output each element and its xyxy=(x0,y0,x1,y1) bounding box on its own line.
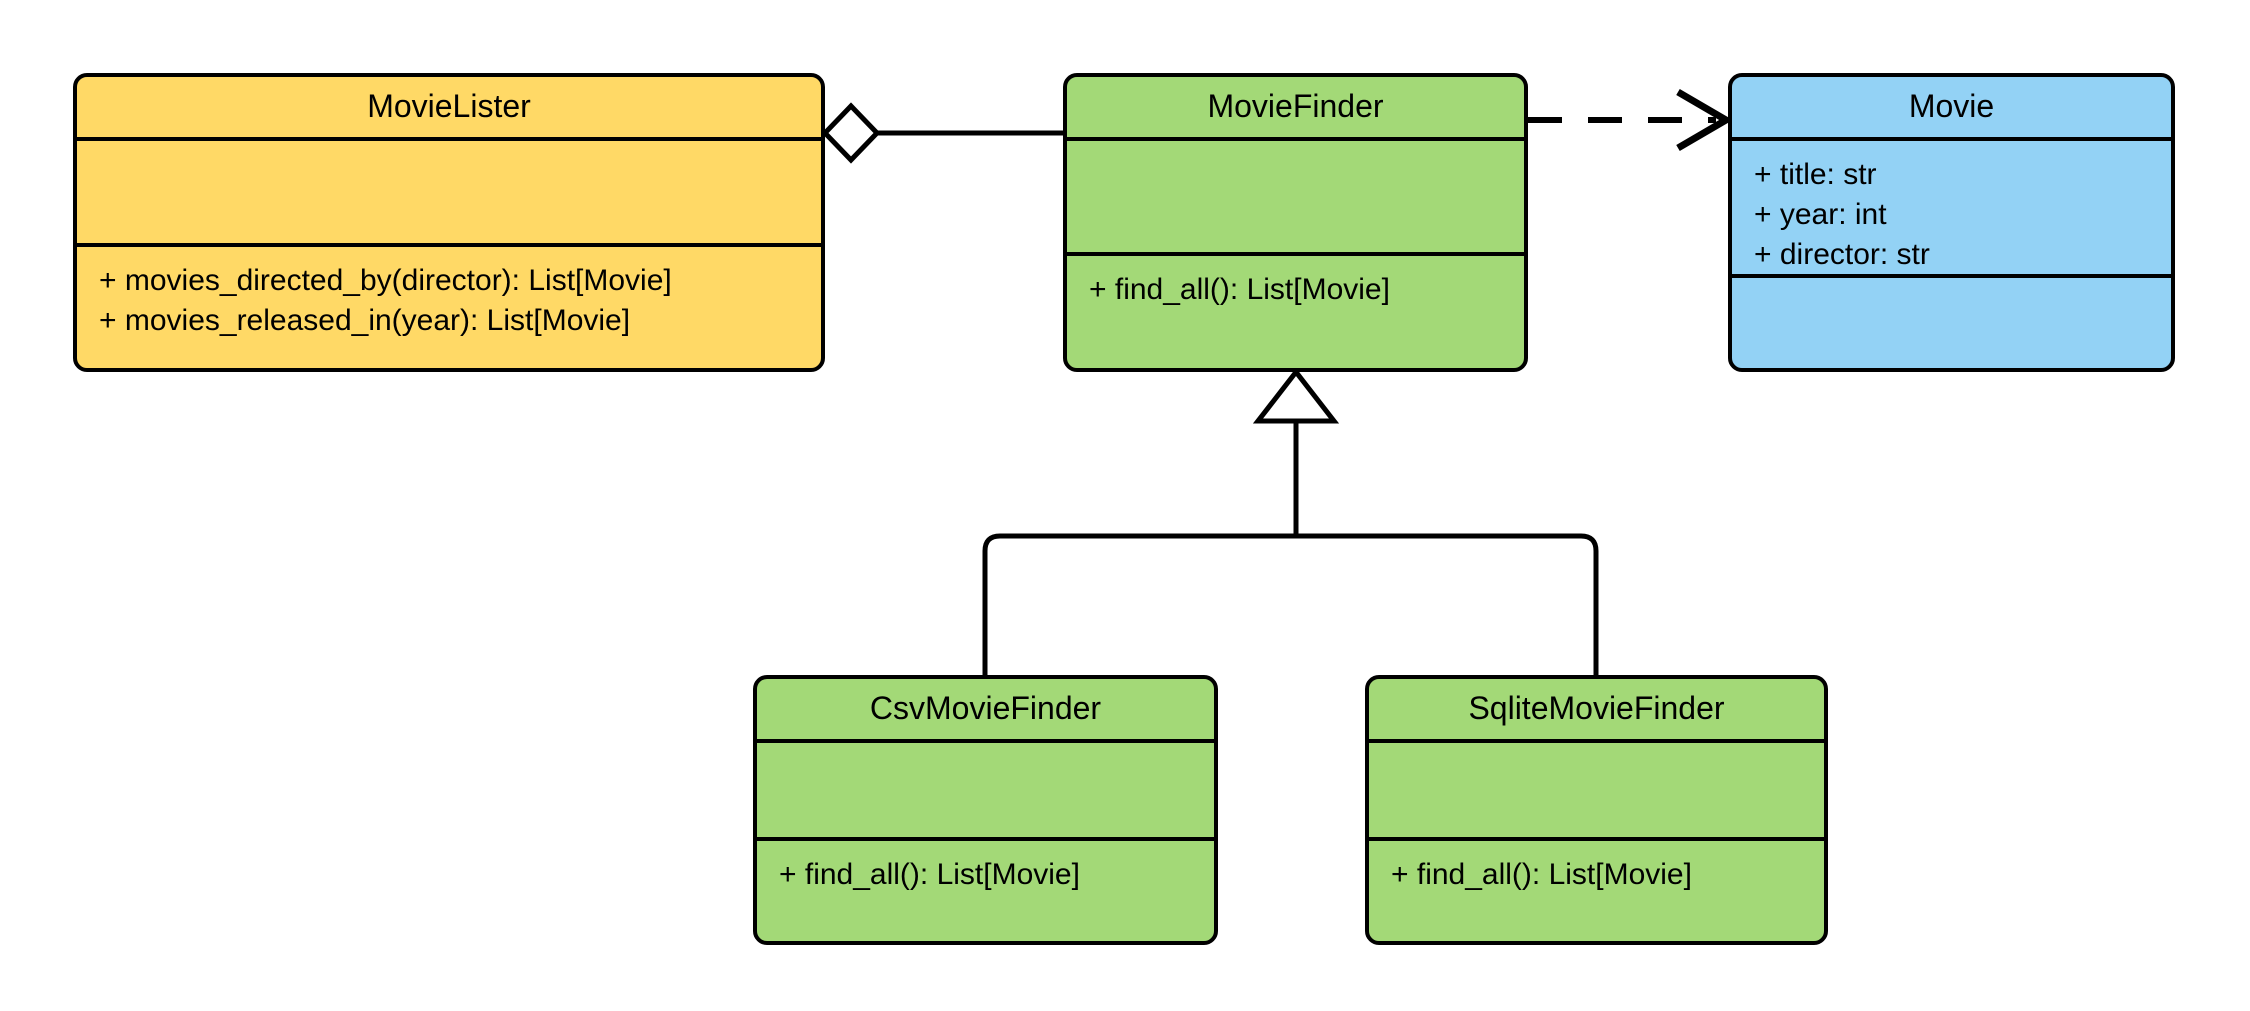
generalization-tree[interactable] xyxy=(982,367,1599,675)
methods-compartment-csvmoviefinder: + find_all(): List[Movie] xyxy=(779,858,1080,891)
generalization-branch-sqlite xyxy=(1296,533,1599,675)
class-name-movie: Movie xyxy=(1732,77,2171,141)
aggregation-movielister-moviefinder[interactable] xyxy=(821,102,1063,164)
class-box-movie[interactable]: Movie + title: str + year: int + directo… xyxy=(1728,73,2175,372)
methods-compartment-moviefinder: + find_all(): List[Movie] xyxy=(1089,273,1390,306)
open-arrowhead-icon xyxy=(1676,88,1733,152)
class-name-sqlitemoviefinder: SqliteMovieFinder xyxy=(1369,679,1824,743)
class-name-moviefinder: MovieFinder xyxy=(1067,77,1524,141)
attributes-compartment-movie: + title: str + year: int + director: str xyxy=(1732,141,2171,278)
attributes-compartment-movielister xyxy=(77,141,821,247)
methods-compartment-sqlitemoviefinder: + find_all(): List[Movie] xyxy=(1391,858,1692,891)
class-name-csvmoviefinder: CsvMovieFinder xyxy=(757,679,1214,743)
class-box-movielister[interactable]: MovieLister + movies_directed_by(directo… xyxy=(73,73,825,372)
methods-compartment-movielister: + movies_directed_by(director): List[Mov… xyxy=(99,264,672,337)
class-name-movielister: MovieLister xyxy=(77,77,821,141)
attributes-compartment-moviefinder xyxy=(1067,141,1524,256)
generalization-branch-csv xyxy=(982,533,1296,675)
class-box-csvmoviefinder[interactable]: CsvMovieFinder + find_all(): List[Movie] xyxy=(753,675,1218,945)
class-box-moviefinder[interactable]: MovieFinder + find_all(): List[Movie] xyxy=(1063,73,1528,372)
class-box-sqlitemoviefinder[interactable]: SqliteMovieFinder + find_all(): List[Mov… xyxy=(1365,675,1828,945)
hollow-diamond-icon xyxy=(821,102,881,164)
attributes-compartment-sqlitemoviefinder xyxy=(1369,743,1824,841)
hollow-triangle-icon xyxy=(1252,367,1340,424)
dependency-moviefinder-movie[interactable] xyxy=(1528,88,1733,152)
attributes-compartment-csvmoviefinder xyxy=(757,743,1214,841)
